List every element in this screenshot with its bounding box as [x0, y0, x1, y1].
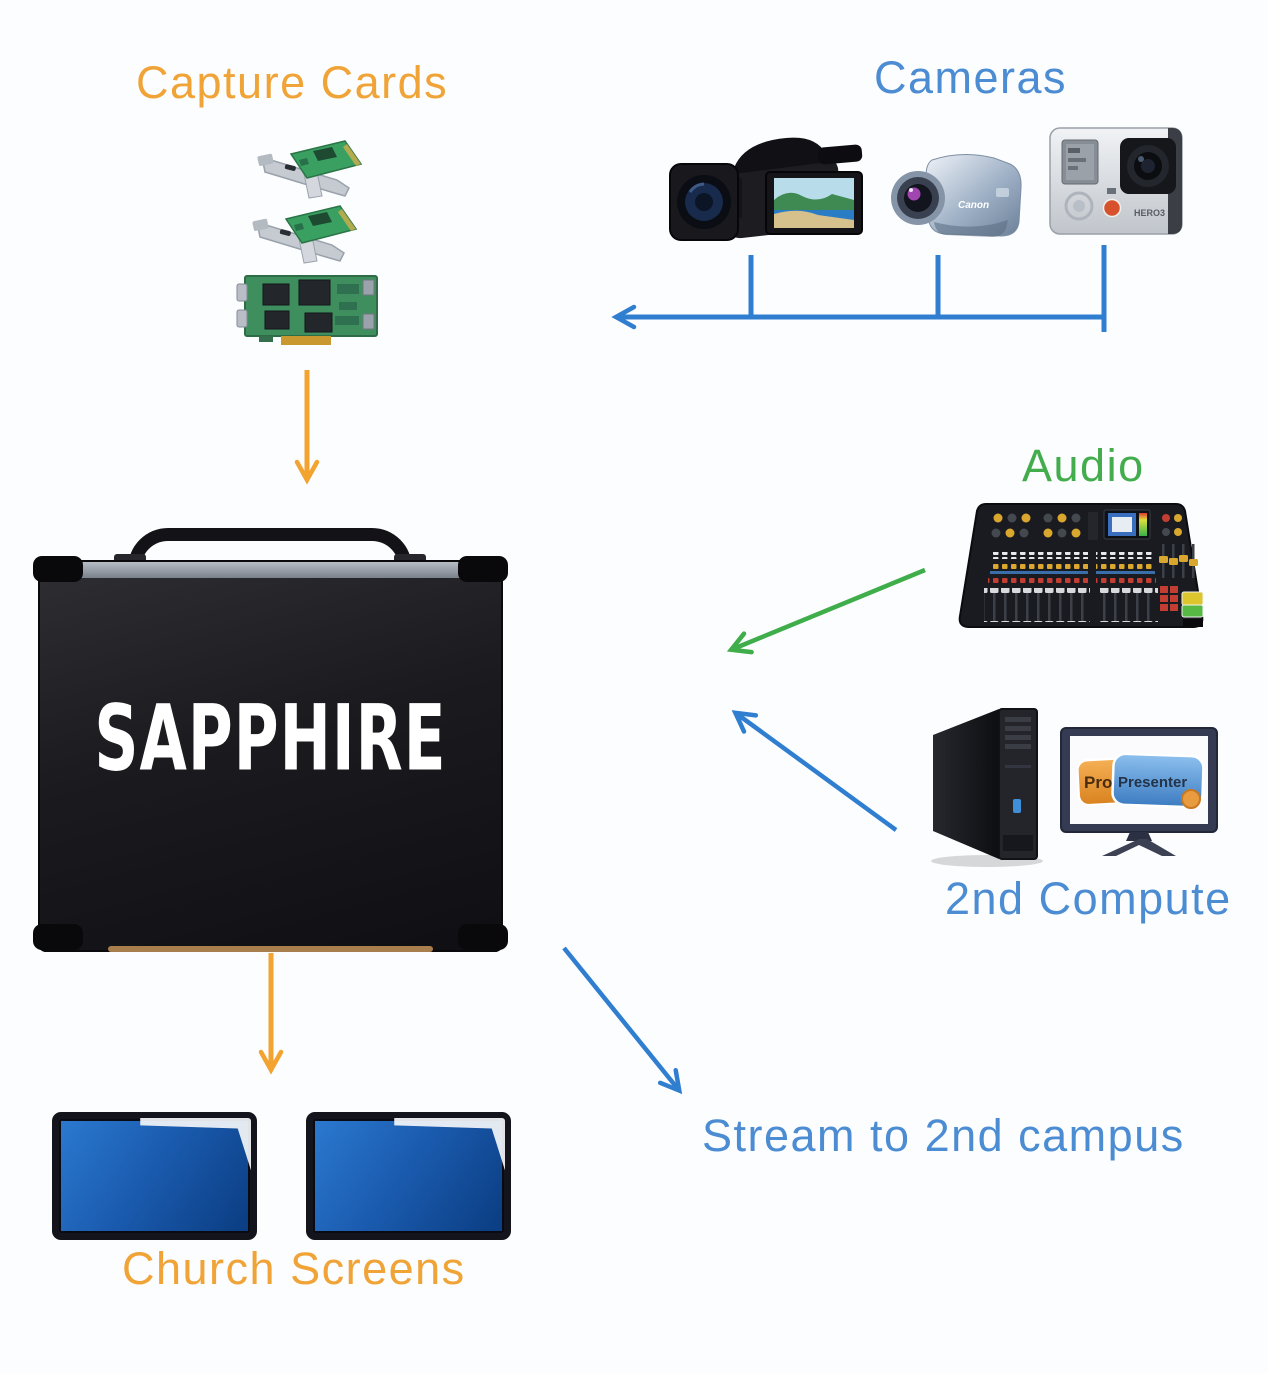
stream-label: Stream to 2nd campus	[702, 1110, 1185, 1161]
camcorder-icon	[669, 137, 863, 241]
case-lid-strip	[46, 562, 495, 578]
propresenter-word-presenter: Presenter	[1118, 774, 1187, 791]
church-screen	[306, 1112, 511, 1240]
mixer-knobs	[991, 512, 1182, 540]
mixer-meter	[1139, 513, 1147, 536]
quad-capture-card-icon	[236, 275, 378, 345]
gopro-model-text: HERO3	[1134, 208, 1165, 218]
capture-card-icon	[252, 205, 358, 264]
power-light	[1013, 799, 1021, 813]
propresenter-word-pro: Pro	[1084, 773, 1112, 792]
arrow-computer-to-sapphire	[731, 710, 898, 832]
mixer-button-rows	[988, 552, 1156, 583]
mixer-right-section	[1159, 544, 1204, 627]
church-screens-label: Church Screens	[122, 1243, 466, 1294]
sapphire-logo: SAPPHIRE	[94, 685, 447, 793]
case-bumper	[458, 556, 508, 582]
gopro-record-button	[1102, 198, 1122, 218]
audio-mixer-icon	[958, 503, 1204, 628]
arrow-sapphire-to-stream	[562, 946, 683, 1095]
propresenter-logo: Pro Presenter	[1076, 752, 1205, 809]
case-bumper	[33, 924, 83, 950]
canon-camcorder-icon: Canon	[891, 154, 1022, 237]
mixer-faders	[984, 588, 1158, 622]
screen-gloss	[140, 1118, 251, 1171]
sapphire-case: SAPPHIRE	[33, 526, 508, 952]
second-computer-label: 2nd Compute	[945, 873, 1232, 924]
gopro-icon: HERO3	[1049, 127, 1183, 235]
canon-wordmark: Canon	[958, 200, 989, 211]
computer-tower-icon	[931, 708, 1043, 867]
case-body	[38, 560, 503, 952]
cameras-label: Cameras	[874, 52, 1068, 103]
capture-cards-label: Capture Cards	[136, 57, 449, 108]
case-base-trim	[108, 946, 433, 952]
audio-label: Audio	[1022, 440, 1145, 491]
church-screen	[52, 1112, 257, 1240]
arrow-audio-to-sapphire	[726, 567, 926, 655]
propresenter-monitor-icon: Pro Presenter	[1060, 727, 1218, 856]
screen-gloss	[394, 1118, 505, 1171]
case-bumper	[33, 556, 83, 582]
case-bumper	[458, 924, 508, 950]
capture-card-icon	[257, 140, 363, 199]
